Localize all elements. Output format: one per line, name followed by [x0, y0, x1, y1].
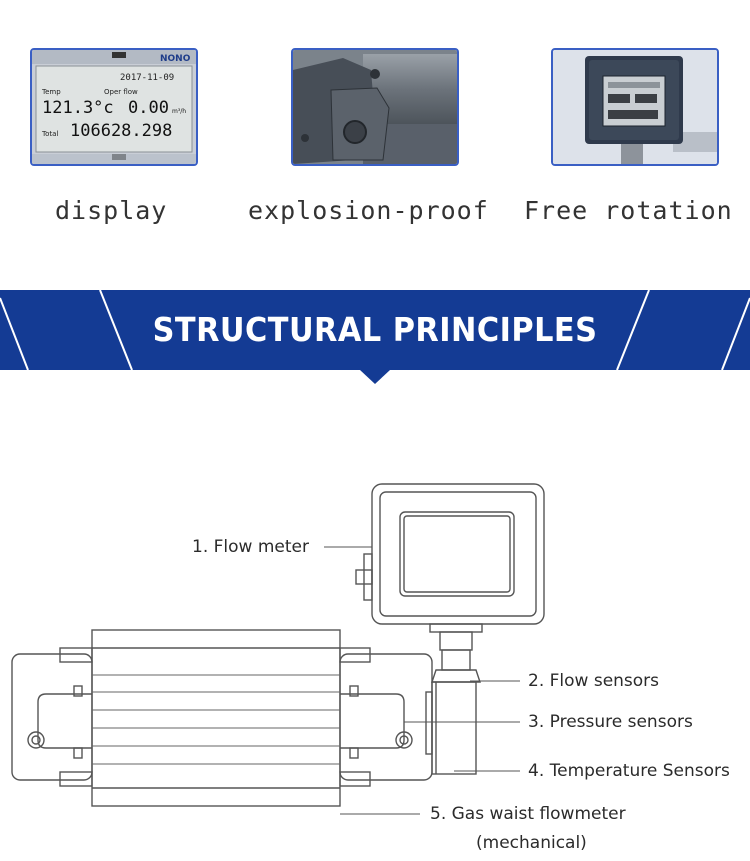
- label-flow-meter: 1. Flow meter: [192, 537, 309, 557]
- lcd-flow-unit: m³/h: [172, 108, 186, 115]
- temperature-sensor-housing: [431, 681, 477, 775]
- lcd-temp-label: Temp: [41, 88, 61, 96]
- display-photo: NONO 2017-11-09 Temp Oper flow 121.3°c 0…: [30, 48, 198, 166]
- section-banner: [0, 290, 750, 370]
- flow-meter-screen: [399, 511, 515, 597]
- lcd-total-value: 106628.298: [70, 121, 172, 141]
- pressure-sensor-port-left: [27, 731, 45, 749]
- caption-display: display: [55, 196, 168, 225]
- lcd-flow-value: 0.00: [128, 98, 169, 118]
- label-mechanical: (mechanical): [476, 833, 587, 853]
- explosion-proof-photo: [291, 48, 459, 166]
- banner-title: STRUCTURAL PRINCIPLES: [152, 310, 598, 349]
- lcd-brand: NONO: [160, 54, 191, 64]
- free-rotation-photo: [551, 48, 719, 166]
- label-pressure-sensors: 3. Pressure sensors: [528, 712, 693, 732]
- label-flow-sensors: 2. Flow sensors: [528, 671, 660, 691]
- lcd-date: 2017-11-09: [120, 73, 174, 83]
- caption-free-rotation: Free rotation: [524, 196, 733, 225]
- lcd-temp-value: 121.3°c: [42, 98, 114, 118]
- gas-waist-flowmeter: [91, 629, 341, 807]
- pressure-sensor-port-right: [395, 731, 413, 749]
- lcd-flow-label: Oper flow: [104, 88, 138, 96]
- caption-explosion-proof: explosion-proof: [248, 196, 489, 225]
- label-gas-waist-flowmeter: 5. Gas waist flowmeter: [430, 804, 626, 824]
- lcd-total-label: Total: [41, 130, 58, 138]
- banner-decoration: [0, 290, 750, 384]
- flow-sensors-neck: [441, 649, 471, 671]
- label-temperature-sensors: 4. Temperature Sensors: [528, 761, 730, 781]
- flow-meter-housing: [371, 483, 545, 625]
- structure-diagram: [11, 483, 545, 815]
